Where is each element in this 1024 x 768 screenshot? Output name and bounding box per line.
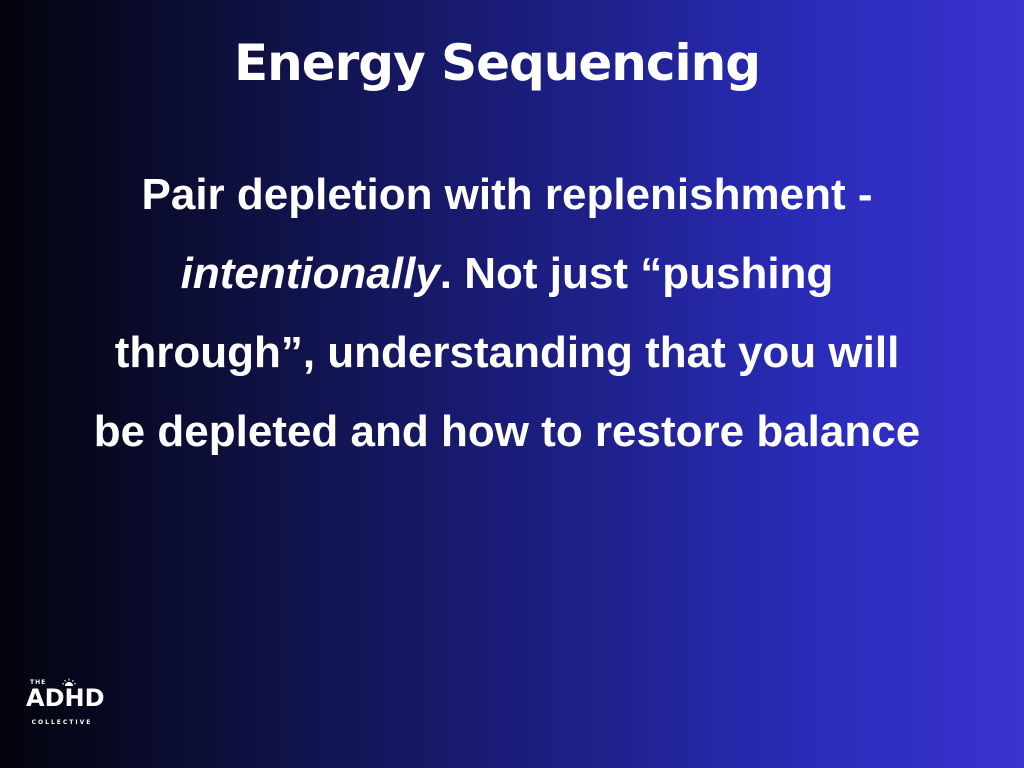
slide-body: Pair depletion with replenishment - inte…	[90, 155, 924, 471]
body-text-part-1: Pair depletion with replenishment -	[141, 170, 873, 219]
body-text-emphasis: intentionally	[180, 249, 440, 298]
logo-adhd-text: ADHD	[26, 684, 105, 712]
adhd-collective-logo: THE ADHD COLLECTIVE	[26, 674, 105, 732]
body-text-part-2: . Not just “pushing through”, understand…	[93, 249, 921, 456]
sunrise-icon	[62, 674, 76, 692]
logo-collective-text: COLLECTIVE	[31, 719, 93, 726]
logo-the-text: THE	[30, 679, 47, 686]
slide-title: Energy Sequencing	[233, 34, 761, 92]
